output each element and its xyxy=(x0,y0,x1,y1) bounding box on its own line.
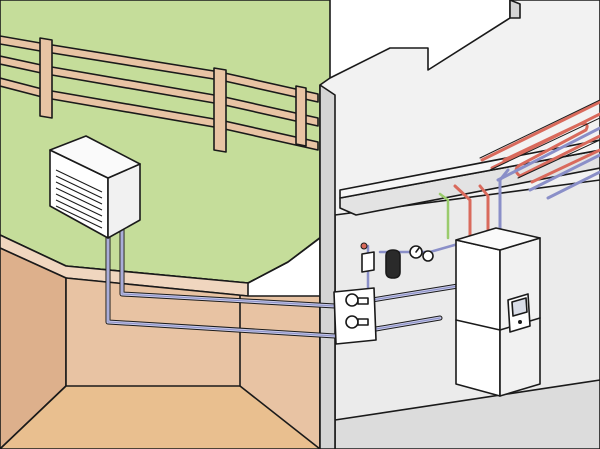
indoor-unit-front xyxy=(455,239,501,397)
pressure-gauge-2-icon xyxy=(422,250,434,262)
heating-loop-warm xyxy=(480,100,600,184)
gauge-needle xyxy=(415,247,420,253)
pipe-cool-line xyxy=(107,229,441,337)
fence-icon xyxy=(0,35,319,153)
indoor-heat-pump-cylinder-icon xyxy=(455,227,541,397)
manifold-valve-top xyxy=(345,293,359,307)
soil-section xyxy=(0,234,321,449)
expansion-vessel-icon xyxy=(385,249,401,279)
ceiling-slab-top xyxy=(339,139,600,199)
air-source-heat-pump-outdoor-unit-icon xyxy=(49,135,141,239)
underfloor-heating-loops-icon xyxy=(479,99,600,200)
fence-rail-2 xyxy=(0,55,319,127)
fence-rail-3 xyxy=(0,77,319,151)
pipe-up-warm-2 xyxy=(478,184,490,234)
parapet-top xyxy=(509,0,521,19)
circulation-pump-icon xyxy=(361,251,375,273)
manifold-valve-bottom xyxy=(345,315,359,329)
heating-loop-outline xyxy=(479,99,600,179)
pipe-warm-line xyxy=(121,229,459,307)
fence-post-2 xyxy=(213,67,227,153)
outdoor-unit-grille xyxy=(55,169,103,229)
pump-indicator xyxy=(360,242,368,250)
manifold-fitting-1 xyxy=(357,297,369,305)
valve-manifold-icon xyxy=(333,242,434,345)
heating-loop-cool xyxy=(496,126,600,200)
fence-post-3 xyxy=(295,85,307,147)
indoor-unit-top xyxy=(455,227,541,251)
left-wall-section xyxy=(319,84,336,449)
pipe-up-cool xyxy=(498,168,510,234)
fence-post-1 xyxy=(39,37,53,119)
pipe-up-warm xyxy=(453,184,472,238)
control-knob xyxy=(518,320,522,324)
fence-rail-1 xyxy=(0,35,319,103)
pipe-up-green xyxy=(438,192,450,240)
outdoor-unit-top xyxy=(49,135,141,179)
control-screen xyxy=(511,297,528,317)
manifold-fitting-2 xyxy=(357,318,369,326)
indoor-unit-seam xyxy=(455,319,501,331)
